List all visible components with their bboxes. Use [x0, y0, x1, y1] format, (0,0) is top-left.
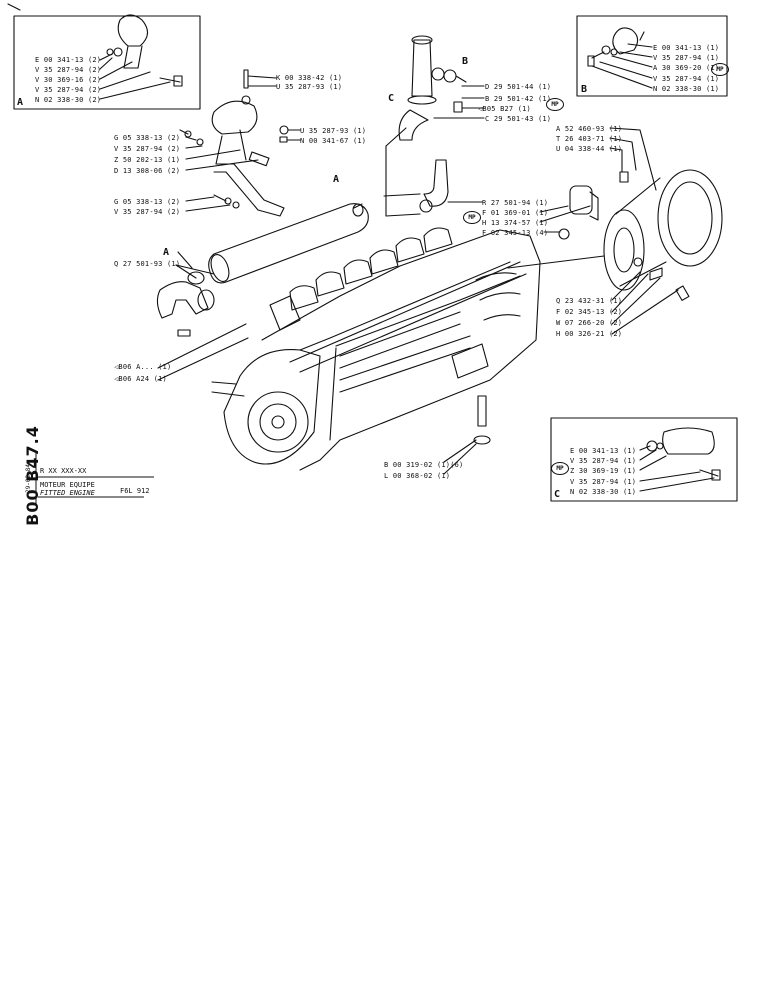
right-label-h00: H 00 326-21 (2): [556, 330, 623, 338]
box-b-label-4: V 35 287-94 (1): [653, 75, 720, 83]
box-a-letter: A: [17, 97, 24, 108]
detail-box-b: [576, 15, 728, 97]
box-c-label-4: V 35 287-94 (1): [570, 478, 637, 486]
left-label-b806a: ◁B06 A... (1): [114, 363, 172, 371]
cylinder-heads: [289, 227, 453, 311]
callout-b: B: [462, 56, 469, 67]
bottom-label-l00: L 00 368-02 (1): [384, 472, 451, 480]
pipe-label-f01: F 01 369-01 (1): [482, 209, 549, 217]
callout-a-lower: A: [163, 247, 170, 258]
box-b-label-2: V 35 287-94 (1): [653, 54, 720, 62]
pipe-label-b: B 29 501-42 (1): [485, 95, 552, 103]
right-label-t26: T 26 403-71 (1): [556, 135, 623, 143]
right-label-w07: W 07 266-20 (2): [556, 319, 623, 327]
title-block: R XX XXX-XX MOTEUR EQUIPE FITTED ENGINE …: [34, 453, 164, 505]
bracket-left2-label-2: V 35 287-94 (2): [114, 208, 181, 216]
title-en: FITTED ENGINE: [40, 489, 95, 497]
bracket-label-n: N 00 341-67 (1): [300, 137, 367, 145]
bracket-left-label-3: Z 50 202-13 (1): [114, 156, 181, 164]
pipe-label-c: C 29 501-43 (1): [485, 115, 552, 123]
bracket-left-label-2: V 35 287-94 (2): [114, 145, 181, 153]
box-b-mp-badge: MP: [711, 63, 729, 76]
box-b-label-1: E 00 341-13 (1): [653, 44, 720, 52]
document-ref: R XX XXX-XX: [40, 467, 87, 475]
bracket-label-u2: U 35 287-93 (1): [300, 127, 367, 135]
pipe-fh-mp-badge: MP: [463, 211, 481, 224]
box-c-mp-badge: MP: [551, 462, 569, 475]
clamp-icon-b: [587, 27, 645, 67]
muffler-bracket: [179, 69, 289, 217]
pipe-label-f02: F 02 345-13 (4): [482, 229, 549, 237]
right-label-q23: Q 23 432-31 (1): [556, 297, 623, 305]
right-label-u04: U 04 338-44 (1): [556, 145, 623, 153]
pipe-mp-badge: MP: [546, 98, 564, 111]
clamp-icon-a: [106, 14, 183, 87]
pipe-label-d: D 29 501-44 (1): [485, 83, 552, 91]
left-label-q27: Q 27 501-93 (1): [114, 260, 181, 268]
bracket-label-k: K 00 338-42 (1): [276, 74, 343, 82]
right-label-a52: A 52 460-93 (1): [556, 125, 623, 133]
exhaust-elbow: [156, 271, 215, 337]
pipe-label-r: R 27 501-94 (1): [482, 199, 549, 207]
box-c-label-2: V 35 287-94 (1): [570, 457, 637, 465]
fan-housing: [603, 169, 723, 301]
box-b-label-3: A 30 369-20 (1): [653, 64, 720, 72]
box-a-label-1: E 00 341-13 (2): [35, 56, 102, 64]
callout-c: C: [388, 93, 395, 104]
box-c-label-3: Z 30 369-19 (1): [570, 467, 637, 475]
box-c-label-5: N 02 338-30 (1): [570, 488, 637, 496]
box-a-label-5: N 02 338-30 (2): [35, 96, 102, 104]
box-a-label-4: V 35 287-94 (2): [35, 86, 102, 94]
bottom-label-b00: B 00 319-02 (1)(6): [384, 461, 464, 469]
box-c-label-1: E 00 341-13 (1): [570, 447, 637, 455]
engine-model: F6L 912: [120, 487, 150, 495]
bracket-left-label-1: G 05 338-13 (2): [114, 134, 181, 142]
left-label-b806b: ◁B06 A24 (1): [114, 375, 167, 383]
detail-box-a: [13, 15, 201, 110]
bracket-label-u: U 35 287-93 (1): [276, 83, 343, 91]
box-a-label-2: V 35 287-94 (2): [35, 66, 102, 74]
pipe-label-b05: ◁B05 B27 (1): [478, 105, 531, 113]
title-block-frame: [35, 453, 154, 505]
muffler: [208, 203, 369, 284]
intake-pipes: [398, 35, 467, 213]
box-b-letter: B: [581, 84, 588, 95]
engine-block: [223, 229, 541, 471]
bracket-left2-label-1: G 05 338-13 (2): [114, 198, 181, 206]
bracket-left-label-4: D 13 308-06 (2): [114, 167, 181, 175]
callout-a-upper: A: [333, 174, 340, 185]
title-fr: MOTEUR EQUIPE: [40, 481, 95, 489]
box-a-label-3: V 30 369-16 (2): [35, 76, 102, 84]
box-b-label-5: N 02 338-30 (1): [653, 85, 720, 93]
oil-filler-cap: [558, 185, 599, 240]
detail-box-c: [550, 417, 738, 502]
right-label-f02: F 02 345-13 (2): [556, 308, 623, 316]
clamp-icon-c: [646, 427, 721, 481]
pipe-label-h13: H 13 374-57 (1): [482, 219, 549, 227]
box-c-letter: C: [554, 489, 561, 500]
